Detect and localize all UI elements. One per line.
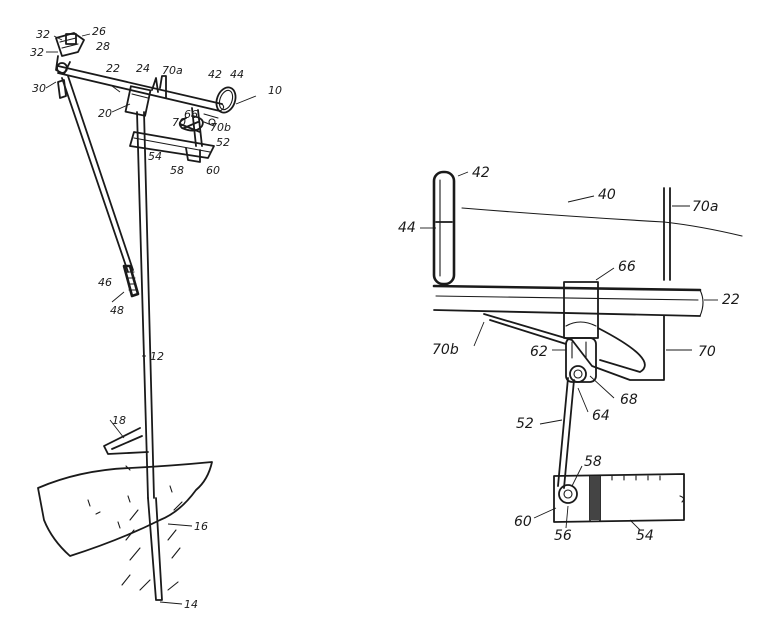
upright-post (136, 111, 155, 499)
reference-numeral-r64: 64 (592, 408, 610, 424)
reference-numeral-l12: 12 (150, 350, 164, 363)
release-mechanism (129, 75, 219, 163)
reference-numeral-r70b: 70b (432, 342, 459, 358)
reference-numeral-r66: 66 (618, 259, 636, 275)
reference-numeral-l70a: 70a (162, 64, 183, 77)
reference-numeral-l16: 16 (194, 520, 208, 533)
detail-clip (565, 337, 597, 383)
reference-numeral-l70b: 70b (210, 121, 231, 134)
reference-numeral-l30: 30 (32, 82, 46, 95)
reference-numeral-l10: 10 (268, 84, 282, 97)
reference-numeral-l14: 14 (184, 598, 198, 611)
reference-numeral-l58: 58 (170, 164, 184, 177)
reference-numeral-r70a: 70a (692, 199, 718, 215)
reference-numeral-l66: 66 (184, 108, 198, 121)
reference-numeral-l44: 44 (230, 68, 244, 81)
right-figure-labels: 42 40 70a 44 66 22 70b 62 70 68 64 52 58 60 56 54 (398, 165, 740, 544)
reference-numeral-r62: 62 (530, 344, 548, 360)
detail-line (461, 207, 743, 237)
reference-numeral-r44: 44 (398, 220, 416, 236)
detail-handle (432, 170, 456, 286)
detail-rod-upright (663, 187, 671, 281)
reference-numeral-r40: 40 (598, 187, 616, 203)
reference-numeral-l20: 20 (98, 107, 112, 120)
stake-arm (103, 427, 149, 455)
support-bar (57, 65, 225, 112)
reference-numeral-r54: 54 (636, 528, 654, 544)
reference-numeral-l48: 48 (110, 304, 124, 317)
reference-numeral-l18: 18 (112, 414, 126, 427)
detail-tray (553, 473, 685, 523)
reference-numeral-l42: 42 (208, 68, 222, 81)
reference-numeral-r56: 56 (554, 528, 572, 544)
reference-numeral-r22: 22 (722, 292, 740, 308)
left-leader-lines (45, 33, 257, 605)
reference-numeral-l22: 22 (106, 62, 120, 75)
reference-numeral-l46: 46 (98, 276, 112, 289)
detail-rod-loop (483, 313, 665, 381)
figure-left-assembly (37, 32, 237, 601)
reference-numeral-r60: 60 (514, 514, 532, 530)
ground (37, 461, 213, 557)
ring-handle (215, 86, 237, 114)
detail-link (557, 377, 575, 489)
reference-numeral-r42: 42 (472, 165, 490, 181)
ground-stake (121, 497, 183, 601)
reference-numeral-r52: 52 (516, 416, 534, 432)
post-bracket (124, 85, 152, 117)
reference-numeral-l60: 60 (206, 164, 220, 177)
reference-numeral-l26: 26 (92, 25, 106, 38)
detail-bracket (563, 281, 599, 339)
detail-leader-lines (420, 171, 718, 531)
reference-numeral-l54: 54 (148, 150, 162, 163)
diagonal-brace (57, 75, 140, 298)
figure-right-detail (420, 170, 743, 531)
reference-numeral-l32b: 32 (30, 46, 44, 59)
reference-numeral-r70: 70 (698, 344, 716, 360)
reference-numeral-r58: 58 (584, 454, 602, 470)
reference-numeral-l28: 28 (96, 40, 110, 53)
reference-numeral-r68: 68 (620, 392, 638, 408)
reference-numeral-l24: 24 (136, 62, 150, 75)
reference-numeral-l32a: 32 (36, 28, 50, 41)
detail-support-bar (432, 284, 704, 317)
reference-numeral-l52: 52 (216, 136, 230, 149)
reference-numeral-l70: 70 (172, 116, 186, 129)
